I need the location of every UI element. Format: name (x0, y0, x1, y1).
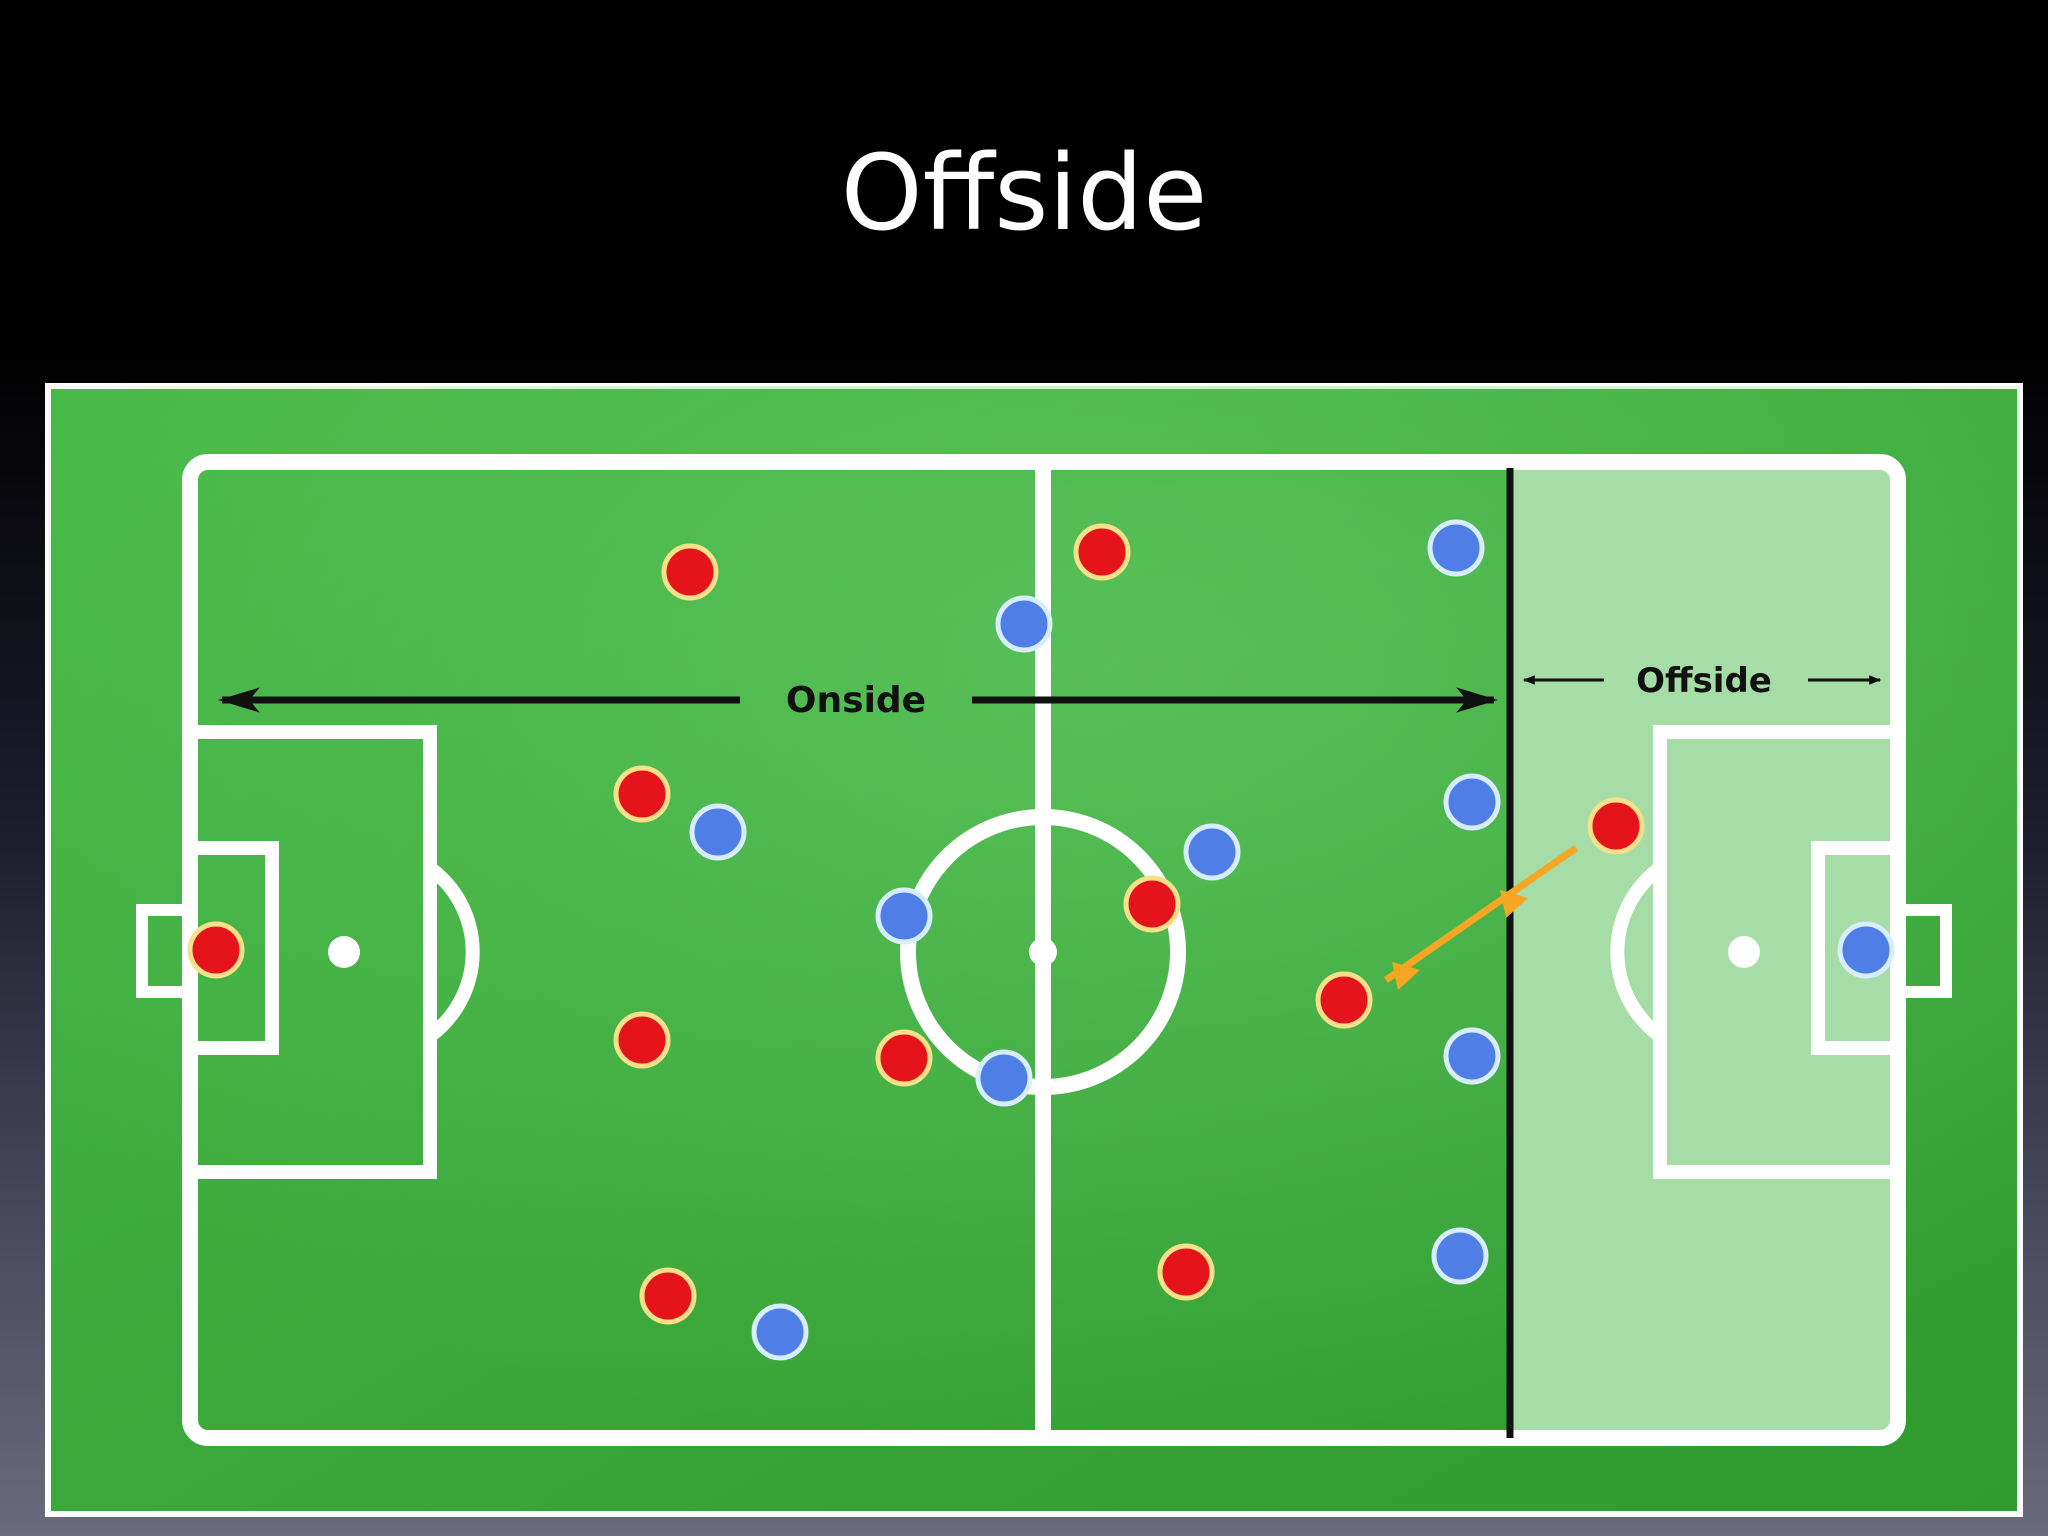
blue-team (689, 519, 1895, 1361)
player-red (639, 1267, 697, 1325)
player-red (1157, 1243, 1215, 1301)
player-blue (995, 595, 1053, 653)
left-penalty-arc (425, 862, 480, 1042)
left-penalty-spot (328, 936, 360, 968)
center-circle (900, 809, 1186, 1095)
player-red (613, 765, 671, 823)
player-blue (751, 1303, 809, 1361)
player-blue (689, 803, 747, 861)
offside-zone (1510, 468, 1892, 1438)
player-red (1123, 875, 1181, 933)
right-goal (1892, 904, 1952, 998)
player-red (1315, 971, 1373, 1029)
player-blue (1431, 1227, 1489, 1285)
onside-label: Onside (786, 680, 926, 721)
player-red-offside (1587, 797, 1645, 855)
player-blue (1427, 519, 1485, 577)
player-blue (875, 887, 933, 945)
player-blue (1183, 823, 1241, 881)
player-blue (975, 1049, 1033, 1107)
center-spot (1029, 938, 1057, 966)
player-blue (1443, 1027, 1501, 1085)
player-red (187, 921, 245, 979)
offside-label: Offside (1636, 661, 1772, 701)
red-team (187, 523, 1645, 1325)
pass-arrow (1384, 845, 1578, 990)
right-penalty-spot (1728, 936, 1760, 968)
slide-title: Offside (840, 132, 1208, 254)
player-blue (1443, 773, 1501, 831)
right-penalty-arc (1610, 862, 1665, 1042)
player-red (613, 1011, 671, 1069)
player-red (1073, 523, 1131, 581)
player-red (661, 543, 719, 601)
player-red (875, 1029, 933, 1087)
player-blue-goalkeeper (1837, 921, 1895, 979)
